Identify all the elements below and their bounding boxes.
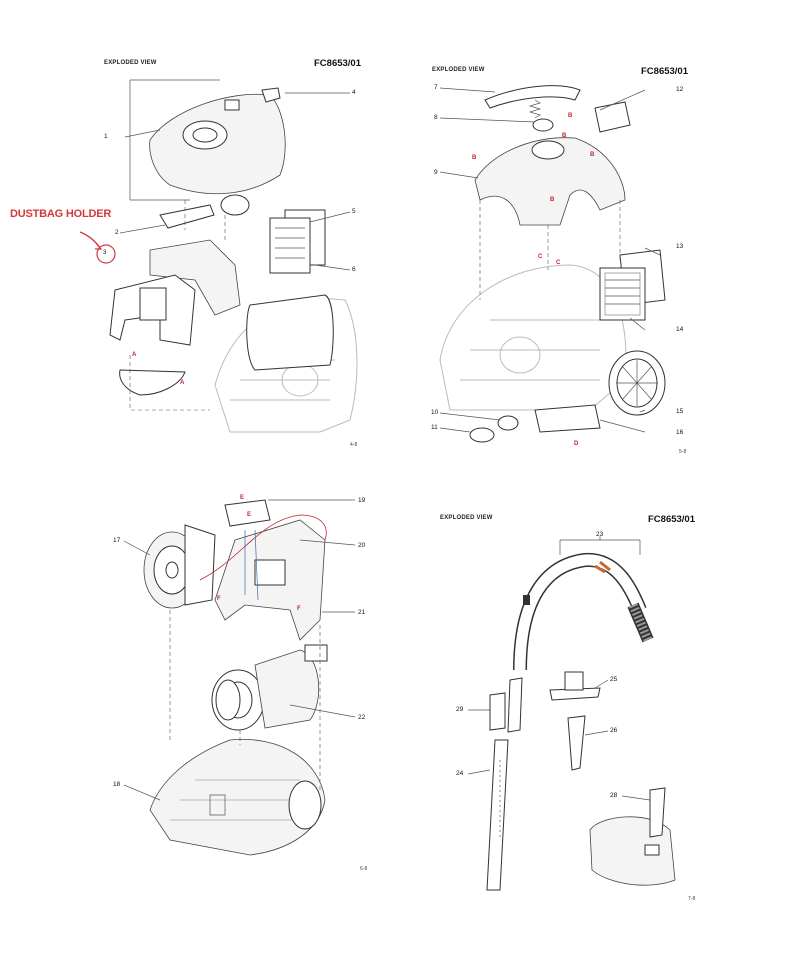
callout-14: 14: [676, 326, 684, 333]
callout-18: 18: [113, 781, 121, 788]
callout-12: 12: [676, 86, 684, 93]
letter-a-1: A: [132, 352, 137, 358]
callout-20: 20: [358, 542, 366, 549]
callout-10: 10: [431, 409, 439, 416]
panel-1-model-number: FC8653/01: [314, 58, 362, 69]
panel-3-page-code: 6-8: [360, 866, 368, 872]
panel-4-header: EXPLODED VIEW: [440, 515, 493, 521]
panel-2-page-code: 5-8: [679, 449, 687, 455]
letter-f-1: F: [217, 596, 221, 602]
callout-4: 4: [352, 89, 356, 96]
letter-b-3: B: [472, 155, 477, 161]
letter-b-2: B: [562, 133, 567, 139]
callout-2: 2: [115, 229, 119, 236]
dustbag-holder-annotation: DUSTBAG HOLDER: [10, 208, 112, 220]
panel-2-header: EXPLODED VIEW: [432, 67, 485, 73]
callout-8: 8: [434, 114, 438, 121]
letter-e-2: E: [247, 512, 252, 518]
callout-21: 21: [358, 609, 366, 616]
letter-c-2: C: [556, 260, 561, 266]
letter-f-2: F: [297, 606, 301, 612]
callout-5: 5: [352, 208, 356, 215]
callout-22: 22: [358, 714, 366, 721]
callout-25: 25: [610, 676, 618, 683]
panel-3-drawing: [123, 499, 356, 856]
callout-13: 13: [676, 243, 684, 250]
callout-9: 9: [434, 169, 438, 176]
letter-d: D: [574, 441, 579, 447]
letter-b-4: B: [590, 152, 595, 158]
letter-c-1: C: [538, 254, 543, 260]
letter-a-2: A: [180, 380, 185, 386]
panel-2-model-number: FC8653/01: [641, 66, 689, 77]
callout-28: 28: [610, 792, 618, 799]
panel-4-page-code: 7-8: [688, 896, 696, 902]
callout-19: 19: [358, 497, 366, 504]
letter-e-1: E: [240, 495, 245, 501]
callout-15: 15: [676, 408, 684, 415]
callout-26: 26: [610, 727, 618, 734]
callout-3: 3: [103, 250, 107, 256]
callout-1: 1: [104, 133, 108, 140]
panel-1-page-code: 4-8: [350, 442, 358, 448]
panel-4-drawing: [467, 536, 676, 891]
callout-17: 17: [113, 537, 121, 544]
callout-29: 29: [456, 706, 464, 713]
callout-16: 16: [676, 429, 684, 436]
callout-23: 23: [596, 531, 604, 538]
letter-b-1: B: [568, 113, 573, 119]
callout-11: 11: [431, 424, 438, 431]
panel-4-model-number: FC8653/01: [648, 514, 696, 525]
panel-1-drawing: [79, 79, 358, 433]
panel-2-drawing: [439, 85, 666, 443]
callout-6: 6: [352, 266, 356, 273]
callout-7: 7: [434, 84, 438, 91]
panel-1-header: EXPLODED VIEW: [104, 60, 157, 66]
callout-24: 24: [456, 770, 464, 777]
letter-b-5: B: [550, 197, 555, 203]
